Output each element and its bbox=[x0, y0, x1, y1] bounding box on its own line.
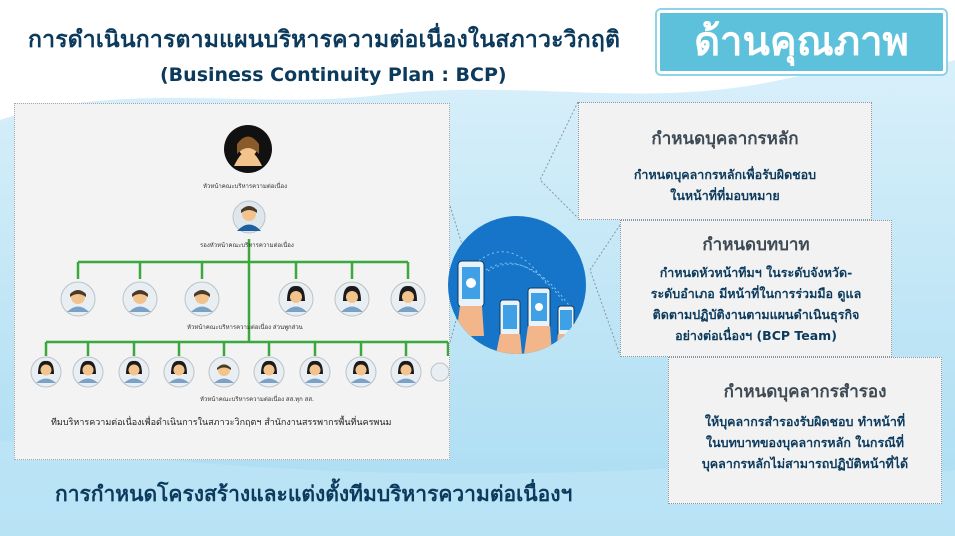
person-silhouette-icon bbox=[299, 356, 331, 388]
person-silhouette-icon bbox=[345, 356, 377, 388]
person-silhouette-icon bbox=[253, 356, 285, 388]
card-line: อย่างต่อเนื่องฯ (BCP Team) bbox=[675, 328, 837, 343]
person-silhouette-icon bbox=[390, 281, 426, 317]
level3-position-label: หัวหน้าคณะบริหารความต่อเนื่อง ส่วนพูกส่ว… bbox=[187, 324, 303, 331]
page-subtitle: (Business Continuity Plan : BCP) bbox=[160, 64, 507, 86]
card-title: กำหนดบุคลากรสำรอง bbox=[723, 382, 887, 402]
org-chart: หัวหน้าคณะบริหารความต่อเนื่อง รองหัวหน้า… bbox=[14, 103, 450, 460]
level4-people bbox=[30, 356, 449, 388]
card-title: กำหนดบุคลากรหลัก bbox=[651, 129, 799, 149]
person-silhouette-icon bbox=[72, 356, 104, 388]
person-silhouette-icon bbox=[163, 356, 195, 388]
top-position-label: หัวหน้าคณะบริหารความต่อเนื่อง bbox=[203, 183, 288, 190]
page-title: การดำเนินการตามแผนบริหารความต่อเนื่องในส… bbox=[28, 27, 621, 53]
card-roles: กำหนดบทบาท กำหนดหัวหน้าทีมฯ ในระดับจังหว… bbox=[620, 220, 892, 357]
deputy-position-label: รองหัวหน้าคณะบริหารความต่อเนื่อง bbox=[200, 242, 294, 249]
card-line: กำหนดบุคลากรหลักเพื่อรับผิดชอบ bbox=[633, 167, 817, 182]
person-silhouette-icon bbox=[30, 356, 62, 388]
card-key-personnel: กำหนดบุคลากรหลัก กำหนดบุคลากรหลักเพื่อรั… bbox=[578, 102, 872, 220]
person-silhouette-icon bbox=[334, 281, 370, 317]
org-chart-diagram bbox=[30, 125, 449, 388]
person-silhouette-icon bbox=[430, 362, 449, 382]
level4-position-label: หัวหน้าคณะบริหารความต่อเนื่อง สส.ทุก สส. bbox=[200, 396, 314, 403]
level3-people bbox=[60, 281, 426, 317]
card-line: บุคลากรหลักไม่สามารถปฏิบัติหน้าที่ได้ bbox=[701, 456, 909, 471]
bottom-caption: การกำหนดโครงสร้างและแต่งตั้งทีมบริหารควา… bbox=[55, 482, 573, 506]
org-chart-caption: ทีมบริหารความต่อเนื่องเพื่อดำเนินการในสภ… bbox=[51, 418, 392, 428]
card-line: กำหนดหัวหน้าทีมฯ ในระดับจังหวัด- bbox=[659, 265, 853, 280]
person-silhouette-icon bbox=[278, 281, 314, 317]
card-backup-personnel: กำหนดบุคลากรสำรอง ให้บุคลากรสำรองรับผิดช… bbox=[668, 357, 942, 504]
person-silhouette-icon bbox=[184, 281, 220, 317]
person-silhouette-icon bbox=[118, 356, 150, 388]
card-title: กำหนดบทบาท bbox=[702, 235, 810, 255]
card-line: ระดับอำเภอ มีหน้าที่ในการร่วมมือ ดูแล bbox=[650, 286, 862, 301]
card-line: ติดตามปฏิบัติงานตามแผนดำเนินธุรกิจ bbox=[652, 307, 860, 322]
person-silhouette-icon bbox=[232, 200, 266, 234]
quality-badge: ด้านคุณภาพ bbox=[657, 10, 946, 74]
card-line: ในหน้าที่ที่มอบหมาย bbox=[670, 188, 780, 203]
person-silhouette-icon bbox=[390, 356, 422, 388]
card-line: ในบทบาทของบุคลากรหลัก ในกรณีที่ bbox=[705, 435, 905, 450]
person-silhouette-icon bbox=[122, 281, 158, 317]
card-line: ให้บุคลากรสำรองรับผิดชอบ ทำหน้าที่ bbox=[704, 414, 906, 429]
person-silhouette-icon bbox=[208, 356, 240, 388]
person-silhouette-icon bbox=[224, 125, 272, 173]
hands-holding-phones-icon bbox=[448, 216, 586, 354]
org-connectors bbox=[44, 239, 449, 356]
person-silhouette-icon bbox=[60, 281, 96, 317]
